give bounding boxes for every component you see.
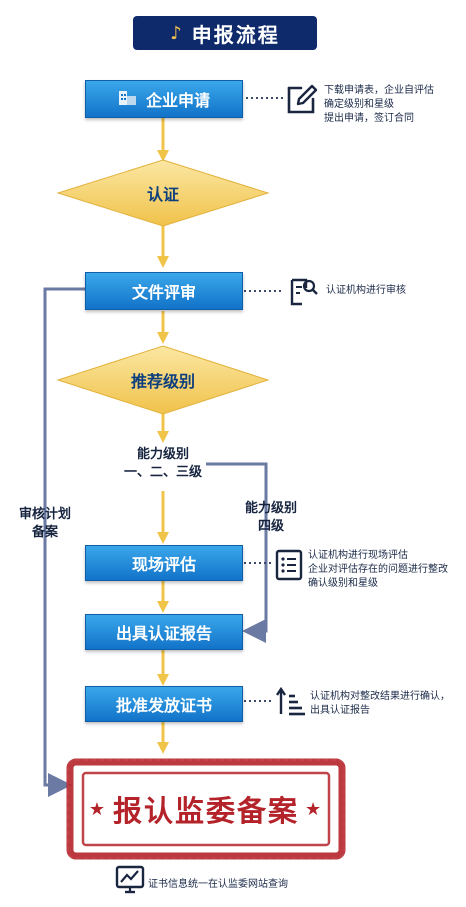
step-onsite-label: 现场评估 (131, 555, 196, 574)
arrow-levels-to-onsite (157, 491, 169, 544)
certify-label: 认证 (146, 185, 179, 204)
document-search-icon (290, 278, 318, 306)
note-doc-review: 认证机构进行审核 (326, 285, 406, 296)
sort-ascending-icon (276, 686, 305, 716)
record-stamp (66, 758, 346, 860)
branch-level-4: 能力级别 四级 (244, 501, 297, 534)
level4-bypass-line (206, 462, 268, 643)
checklist-icon (275, 549, 303, 581)
recommend-diamond (56, 345, 270, 415)
recommend-level-label: 推荐级别 (130, 372, 195, 391)
arrow-issue-to-record (157, 720, 169, 754)
branch-audit-plan: 审核计划 备案 (18, 507, 71, 540)
certify-diamond (56, 159, 270, 227)
arrow-onsite-to-report (157, 580, 169, 613)
step-record-label: 报认监委备案 (112, 794, 299, 828)
page-title: ♪ 申报流程 (133, 16, 317, 50)
arrow-report-to-issue (157, 648, 169, 686)
step-report-label: 出具认证报告 (115, 624, 212, 643)
music-note-icon: ♪ (170, 22, 184, 44)
step-issue-cert: 批准发放证书 (85, 686, 243, 722)
edit-document-icon (287, 84, 318, 114)
step-doc-review: 文件评审 (85, 272, 243, 310)
step-apply: 企业申请 (85, 80, 243, 118)
step-apply-label: 企业申请 (145, 91, 210, 110)
page-title-text: 申报流程 (191, 22, 280, 47)
note-issue-cert: 认证机构对整改结果进行确认， 出具认证报告 (310, 691, 450, 716)
arrow-recommend-to-levels (157, 414, 169, 443)
arrow-review-to-recommend (157, 311, 169, 344)
step-doc-review-label: 文件评审 (131, 283, 196, 302)
stamp-star-left: ★ (88, 798, 107, 820)
step-issue-cert-label: 批准发放证书 (115, 696, 212, 715)
footer-note: 证书信息统一在认监委网站查询 (148, 879, 288, 890)
stamp-star-right: ★ (305, 798, 324, 820)
arrow-apply-to-certify (157, 118, 169, 162)
branch-level-1-3: 能力级别 一、二、三级 (123, 447, 202, 480)
record-stamp-content: ★ 报认监委备案 ★ (84, 778, 328, 840)
arrow-certify-to-review (157, 226, 169, 268)
building-icon (118, 88, 138, 110)
note-apply: 下载申请表，企业自评估 确定级别和星级 提出申请，签订合同 (324, 85, 434, 124)
step-report: 出具认证报告 (85, 614, 243, 650)
note-onsite: 认证机构进行现场评估 企业对评估存在的问题进行整改 确认级别和星级 (308, 550, 448, 589)
step-onsite: 现场评估 (85, 545, 243, 581)
audit-plan-bypass-line (43, 287, 85, 797)
trend-monitor-icon (115, 865, 145, 894)
